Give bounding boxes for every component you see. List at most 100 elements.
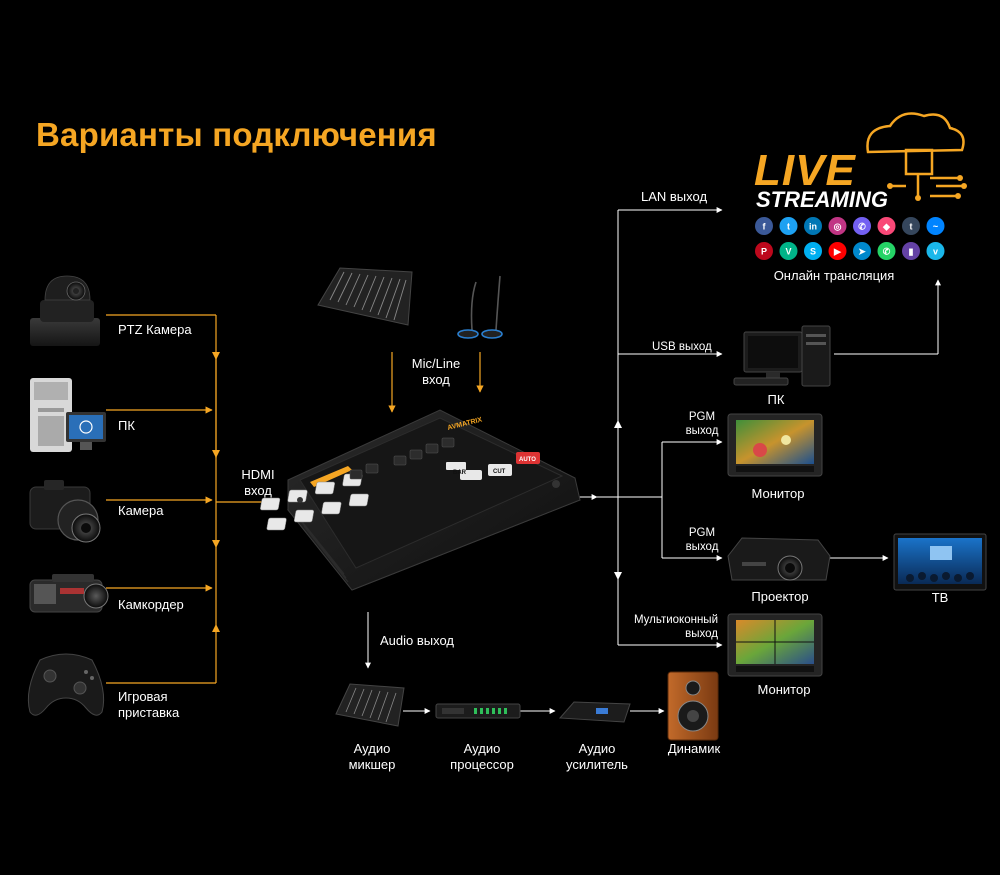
- instagram-icon: ◎: [828, 217, 847, 235]
- label-audio-amplifier: Аудио усилитель: [552, 741, 642, 773]
- label-tv: ТВ: [931, 590, 949, 605]
- label-output-pc: ПК: [767, 392, 785, 407]
- svg-text:➤: ➤: [858, 247, 866, 257]
- monitor-2-image: [727, 613, 823, 677]
- switcher-bar-label: BAR: [453, 470, 467, 476]
- label-pgm-output-2: PGM выход: [676, 526, 728, 554]
- label-ptz-camera: PTZ Камера: [118, 322, 192, 337]
- label-camcorder: Камкордер: [118, 597, 184, 612]
- live-logo-word: LIVE: [754, 146, 856, 195]
- vimeo-icon: v: [926, 242, 945, 260]
- svg-text:v: v: [933, 247, 938, 257]
- svg-text:P: P: [761, 247, 767, 257]
- label-mixer-line1: Аудио: [353, 741, 391, 756]
- label-audio-processor: Аудио процессор: [432, 741, 532, 773]
- svg-text:▮: ▮: [909, 247, 914, 257]
- svg-text:◎: ◎: [834, 222, 842, 232]
- label-multi-line2: выход: [685, 628, 718, 640]
- svg-text:t: t: [787, 222, 790, 232]
- monitor-1-image: [727, 413, 823, 477]
- twitter-icon: t: [779, 217, 798, 235]
- label-audio-output: Audio выход: [380, 633, 454, 648]
- skype-icon: S: [804, 242, 822, 260]
- speaker-image: [667, 671, 719, 741]
- page-title: Варианты подключения: [36, 116, 437, 153]
- label-pgm2-line1: PGM: [688, 527, 716, 539]
- camera-image: [29, 480, 101, 543]
- ptz-camera-image: [30, 275, 100, 346]
- label-hdmi-line1: HDMI: [241, 467, 275, 482]
- svg-text:✆: ✆: [858, 222, 866, 232]
- label-usb-output: USB выход: [652, 341, 712, 353]
- telegram-icon: ➤: [853, 242, 871, 260]
- svg-text:▶: ▶: [833, 247, 842, 257]
- label-monitor-1: Монитор: [751, 486, 805, 501]
- label-pc-input: ПК: [118, 418, 135, 433]
- svg-text:S: S: [810, 247, 816, 257]
- viber-icon: ✆: [853, 217, 871, 235]
- label-amp-line1: Аудио: [578, 741, 616, 756]
- label-pgm2-line2: выход: [685, 541, 719, 553]
- label-audio-mixer: Аудио микшер: [332, 741, 412, 773]
- label-speaker: Динамик: [667, 741, 721, 756]
- mixer-top-image: [317, 267, 413, 326]
- switcher-cut-label: CUT: [493, 469, 506, 475]
- svg-text:~: ~: [933, 222, 938, 232]
- live-streaming-logo: LIVE STREAMING: [754, 112, 967, 212]
- label-processor-line2: процессор: [450, 757, 514, 772]
- label-amp-line2: усилитель: [566, 757, 628, 772]
- camcorder-image: [29, 574, 109, 613]
- audio-processor-image: [435, 703, 521, 719]
- social-icon-grid: f t in ◎ ✆ ◆ t ~ P V S ▶ ➤ ✆ ▮ v: [755, 217, 945, 260]
- label-monitor-2: Монитор: [757, 682, 811, 697]
- label-projector: Проектор: [751, 589, 809, 604]
- linkedin-icon: in: [804, 217, 822, 235]
- svg-text:✆: ✆: [883, 247, 891, 257]
- twitch-icon: ▮: [902, 242, 920, 260]
- output-connectors: [365, 207, 941, 714]
- label-mic-line-input: Mic/Line вход: [402, 356, 470, 388]
- output-pc-image: [733, 325, 831, 387]
- video-switcher-image: [260, 409, 581, 591]
- microphone-image: [457, 275, 503, 339]
- pinterest-icon: P: [755, 242, 773, 260]
- label-mic-line2: вход: [422, 372, 450, 387]
- label-pgm1-line2: выход: [685, 425, 719, 437]
- label-game-console-line2: приставка: [118, 705, 180, 720]
- pc-image: [30, 378, 106, 452]
- label-camera: Камера: [118, 503, 164, 518]
- svg-text:f: f: [763, 222, 767, 232]
- label-mic-line1: Mic/Line: [411, 356, 461, 371]
- label-hdmi-input: HDMI вход: [236, 467, 280, 499]
- input-connectors: [106, 314, 484, 684]
- label-processor-line1: Аудио: [463, 741, 501, 756]
- label-hdmi-line2: вход: [244, 483, 272, 498]
- vine-icon: V: [779, 242, 798, 260]
- tv-image: [893, 533, 987, 591]
- svg-text:V: V: [785, 247, 791, 257]
- label-lan-output: LAN выход: [641, 189, 708, 204]
- label-pgm1-line1: PGM: [688, 411, 716, 423]
- label-game-console-line1: Игровая: [118, 689, 168, 704]
- youtube-icon: ▶: [828, 242, 847, 260]
- foursquare-icon: ◆: [877, 217, 896, 235]
- whatsapp-icon: ✆: [877, 242, 896, 260]
- projector-image: [727, 537, 831, 581]
- switcher-auto-label: AUTO: [519, 457, 536, 463]
- audio-mixer-image: [335, 683, 405, 727]
- label-pgm-output-1: PGM выход: [676, 410, 728, 438]
- label-mixer-line2: микшер: [348, 757, 396, 772]
- messenger-icon: ~: [926, 217, 945, 235]
- streaming-logo-word: STREAMING: [756, 187, 888, 212]
- label-game-console: Игровая приставка: [118, 689, 179, 721]
- game-controller-image: [27, 653, 105, 716]
- label-multi-line1: Мультиоконный: [633, 614, 718, 626]
- svg-text:◆: ◆: [882, 222, 891, 232]
- facebook-icon: f: [755, 217, 773, 235]
- label-multiview-output: Мультиоконный выход: [608, 613, 718, 641]
- audio-amplifier-image: [558, 701, 631, 723]
- tumblr-icon: t: [902, 217, 920, 235]
- svg-text:t: t: [910, 222, 913, 232]
- svg-text:in: in: [809, 222, 817, 232]
